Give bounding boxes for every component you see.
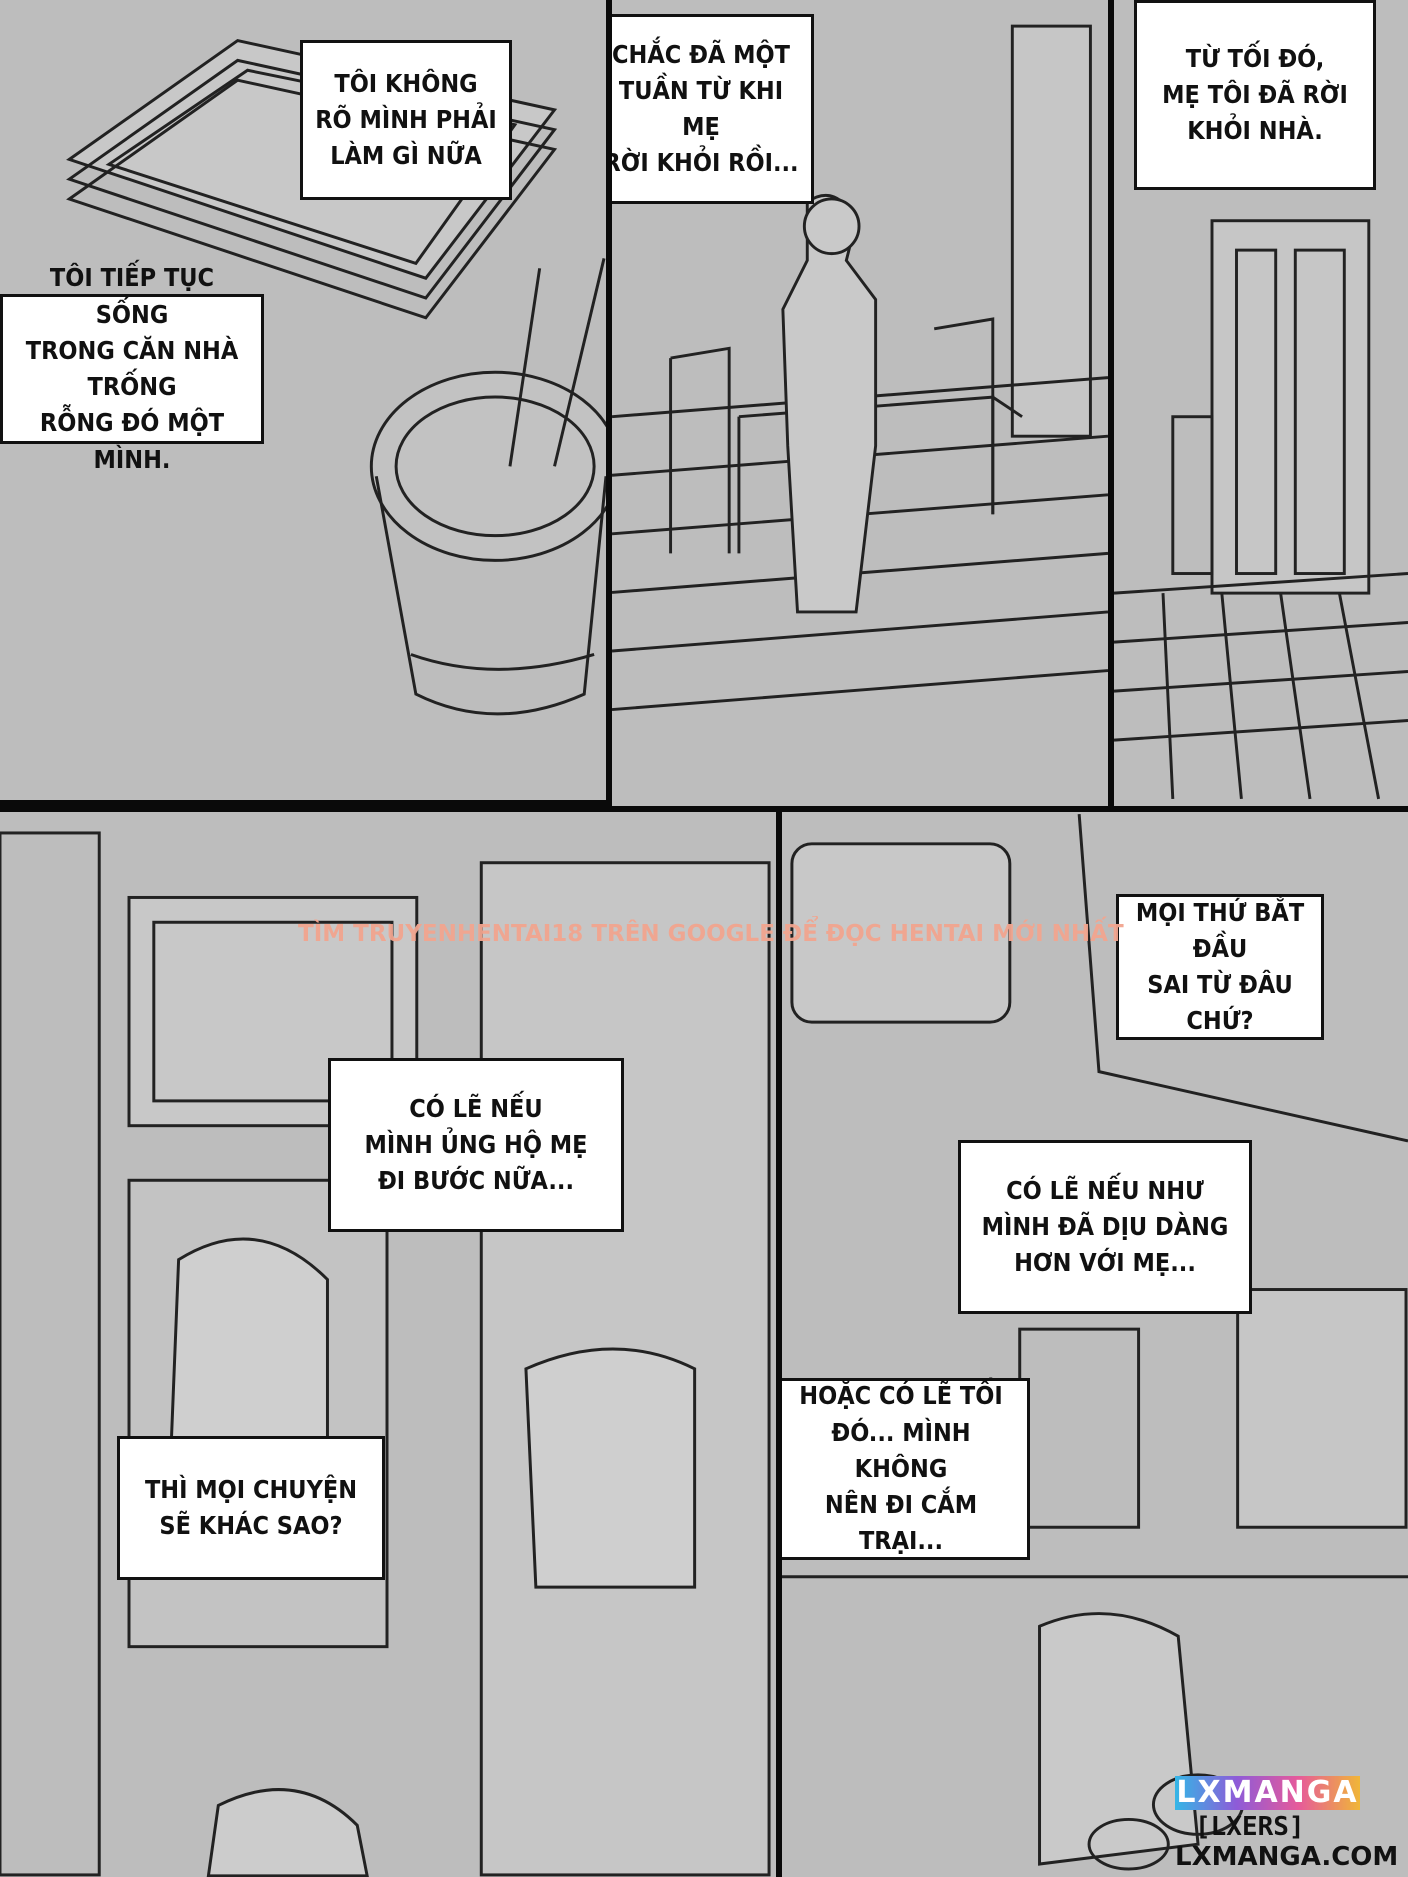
- dining-room-illustration: [612, 24, 1108, 712]
- caption-where-wrong: MỌI THỨ BẮT ĐẦU SAI TỪ ĐÂU CHỨ?: [1116, 894, 1324, 1040]
- panel-kitchen: MỌI THỨ BẮT ĐẦU SAI TỪ ĐÂU CHỨ? CÓ LẼ NẾ…: [776, 806, 1408, 1877]
- laundry-illustration: [0, 831, 771, 1877]
- caption-support-mom: CÓ LẼ NẾU MÌNH ỦNG HỘ MẸ ĐI BƯỚC NỮA...: [328, 1058, 624, 1232]
- logo-site: LXMANGA.COM: [1175, 1842, 1399, 1872]
- lxmanga-logo: LXMANGA [LXERS] LXMANGA.COM: [1175, 1776, 1405, 1876]
- entrance-illustration: [1114, 219, 1408, 800]
- caption-camping: HOẶC CÓ LẼ TỐI ĐÓ... MÌNH KHÔNG NÊN ĐI C…: [782, 1378, 1030, 1560]
- caption-would-be-different: THÌ MỌI CHUYỆN SẼ KHÁC SAO?: [117, 1436, 385, 1580]
- caption-confused: TÔI KHÔNG RÕ MÌNH PHẢI LÀM GÌ NỮA: [300, 40, 512, 200]
- panel-dining-room: CHẮC ĐÃ MỘT TUẦN TỪ KHI MẸ RỜI KHỎI RỒI.…: [606, 0, 1114, 812]
- kitchen-illustration: [782, 813, 1408, 1871]
- watermark-text: TÌM TRUYENHENTAI18 TRÊN GOOGLE ĐỂ ĐỌC HE…: [298, 921, 1124, 947]
- caption-one-week: CHẮC ĐÃ MỘT TUẦN TỪ KHI MẸ RỜI KHỎI RỒI.…: [612, 14, 814, 204]
- logo-brand: LXMANGA: [1175, 1775, 1360, 1810]
- panel-laundry: CÓ LẼ NẾU MÌNH ỦNG HỘ MẸ ĐI BƯỚC NỮA... …: [0, 806, 782, 1877]
- panel-noodles: TÔI KHÔNG RÕ MÌNH PHẢI LÀM GÌ NỮA TÔI TI…: [0, 0, 612, 806]
- caption-gentler: CÓ LẼ NẾU NHƯ MÌNH ĐÃ DỊU DÀNG HƠN VỚI M…: [958, 1140, 1252, 1314]
- panel-entrance: TỪ TỐI ĐÓ, MẸ TÔI ĐÃ RỜI KHỎI NHÀ.: [1108, 0, 1408, 812]
- caption-living-alone: TÔI TIẾP TỤC SỐNG TRONG CĂN NHÀ TRỐNG RỖ…: [0, 263, 264, 474]
- caption-mom-left: TỪ TỐI ĐÓ, MẸ TÔI ĐÃ RỜI KHỎI NHÀ.: [1134, 0, 1376, 190]
- logo-team: [LXERS]: [1195, 1812, 1305, 1842]
